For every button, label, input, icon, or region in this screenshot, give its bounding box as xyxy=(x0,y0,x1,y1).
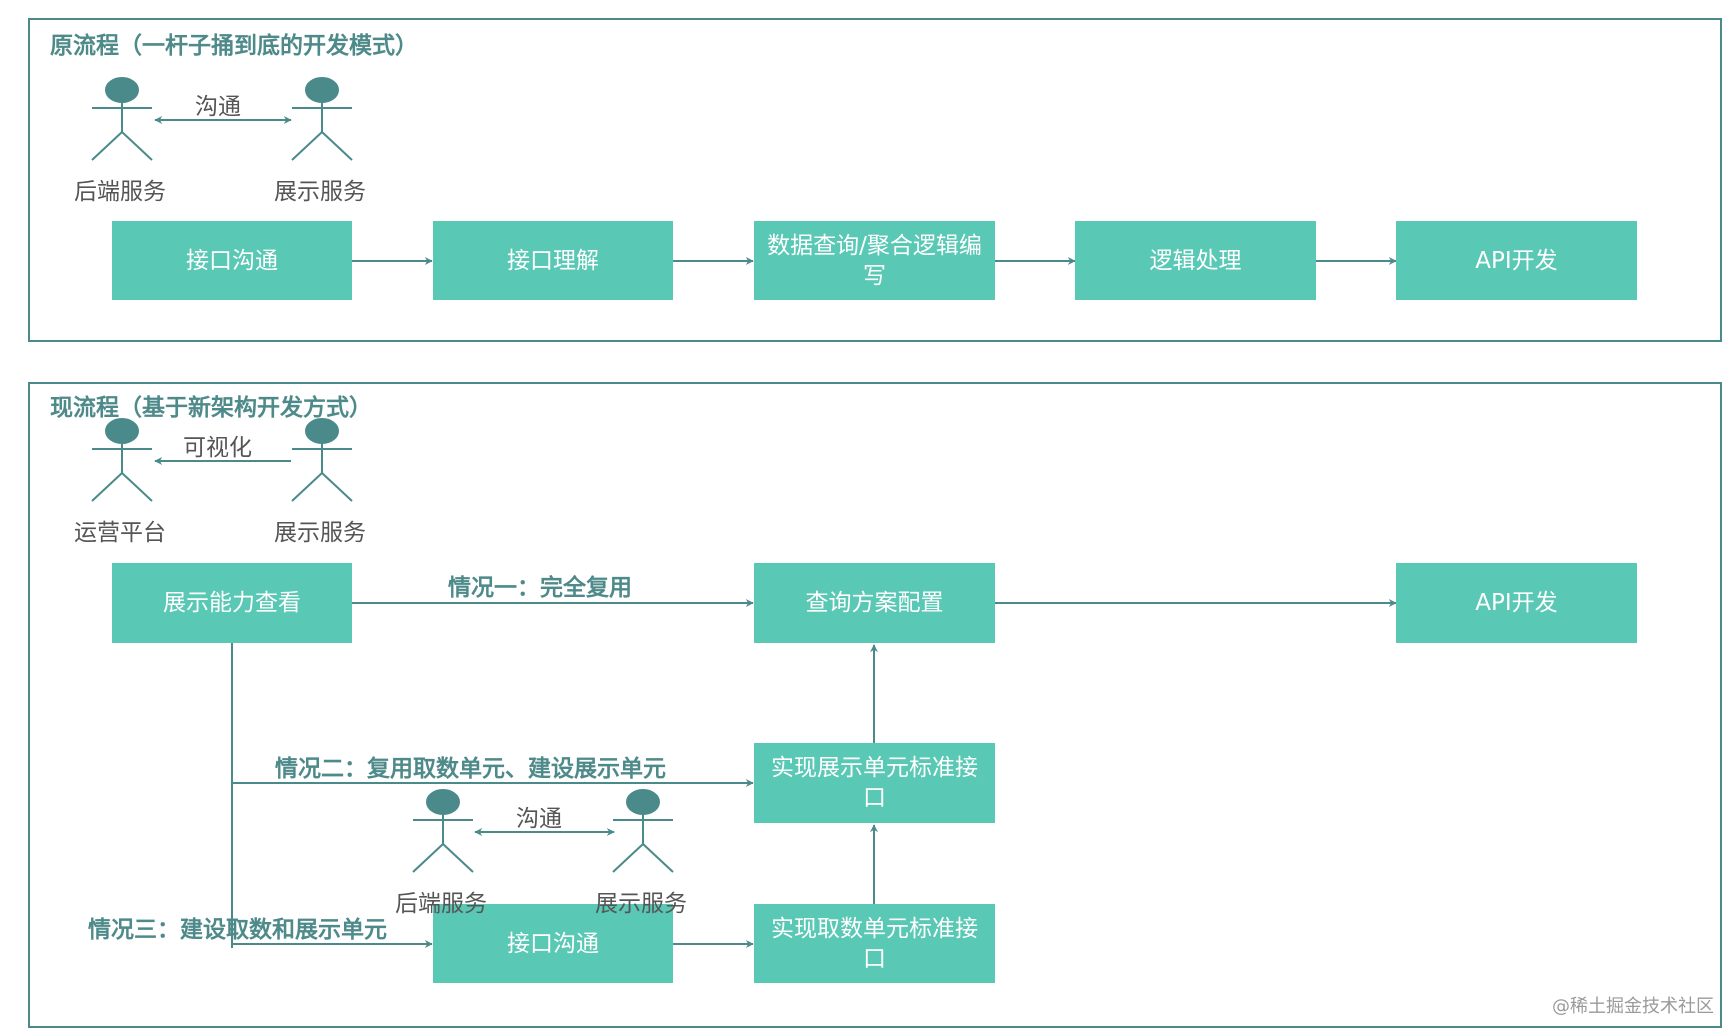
case3-label: 情况三：建设取数和展示单元 xyxy=(88,917,387,943)
inner-display-label: 展示服务 xyxy=(595,891,687,917)
case2-label: 情况二：复用取数单元、建设展示单元 xyxy=(275,756,666,782)
inner-backend-label: 后端服务 xyxy=(395,891,487,917)
fetch-unit-interface-box: 实现取数单元标准接口 xyxy=(754,904,995,983)
actor-ops-label: 运营平台 xyxy=(74,520,166,546)
step-logic-processing: 逻辑处理 xyxy=(1075,221,1316,300)
step-data-query-logic: 数据查询/聚合逻辑编写 xyxy=(754,221,995,300)
step-api-development: API开发 xyxy=(1396,221,1637,300)
visualize-label: 可视化 xyxy=(183,435,252,461)
watermark: @稀土掘金技术社区 xyxy=(1552,996,1714,1017)
inner-communicate-label: 沟通 xyxy=(516,806,562,832)
actor-display-inner xyxy=(612,789,674,873)
communicate-label: 沟通 xyxy=(195,94,241,120)
display-unit-interface-box: 实现展示单元标准接口 xyxy=(754,743,995,823)
actor-backend-label: 后端服务 xyxy=(74,179,166,205)
step-interface-understanding: 接口理解 xyxy=(433,221,673,300)
actor-display-current xyxy=(291,418,353,502)
actor-backend-original xyxy=(91,77,153,161)
actor-display-original xyxy=(291,77,353,161)
current-flow-panel xyxy=(28,382,1722,1028)
actor-backend-inner xyxy=(412,789,474,873)
actor-display-current-label: 展示服务 xyxy=(274,520,366,546)
inner-communication-box: 接口沟通 xyxy=(433,904,673,983)
actor-display-label: 展示服务 xyxy=(274,179,366,205)
api-development-box: API开发 xyxy=(1396,563,1637,643)
query-plan-config-box: 查询方案配置 xyxy=(754,563,995,643)
case1-label: 情况一：完全复用 xyxy=(448,575,632,601)
current-flow-title: 现流程（基于新架构开发方式） xyxy=(50,395,372,421)
original-flow-title: 原流程（一杆子捅到底的开发模式） xyxy=(50,33,418,59)
actor-ops-platform xyxy=(91,418,153,502)
original-flow-panel xyxy=(28,18,1722,342)
step-interface-communication: 接口沟通 xyxy=(112,221,352,300)
capability-check-box: 展示能力查看 xyxy=(112,563,352,643)
